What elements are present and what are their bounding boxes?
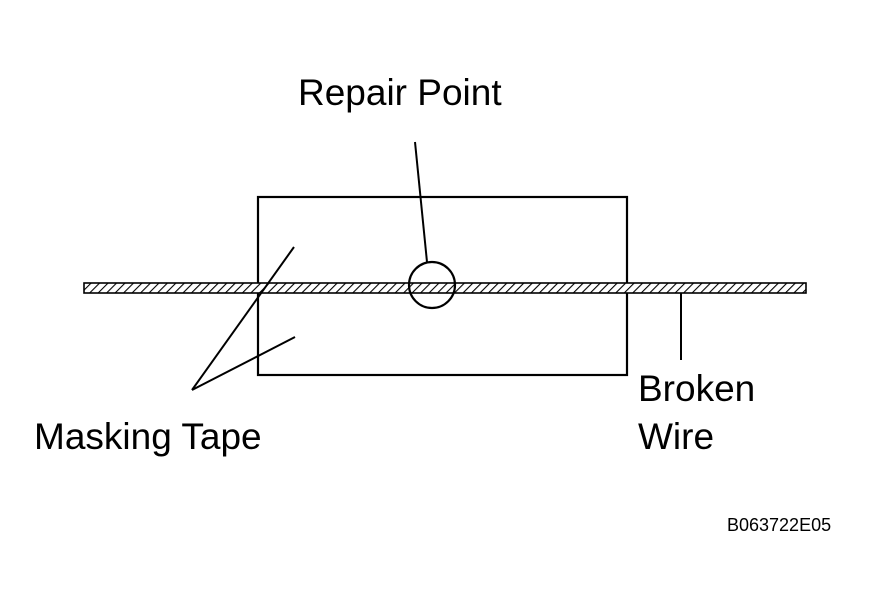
masking-tape-leader-upper: [191, 246, 295, 391]
broken-wire-label-line2: Wire: [638, 416, 715, 457]
wire: [83, 282, 807, 294]
figure-code: B063722E05: [727, 515, 832, 535]
masking-tape-leader-lower: [191, 336, 296, 391]
broken-wire-label-line1: Broken: [638, 368, 756, 409]
masking-tape-label: Masking Tape: [34, 416, 262, 457]
repair-point-leader: [414, 141, 428, 263]
repair-point-circle: [407, 260, 457, 310]
repair-point-label: Repair Point: [298, 72, 502, 113]
